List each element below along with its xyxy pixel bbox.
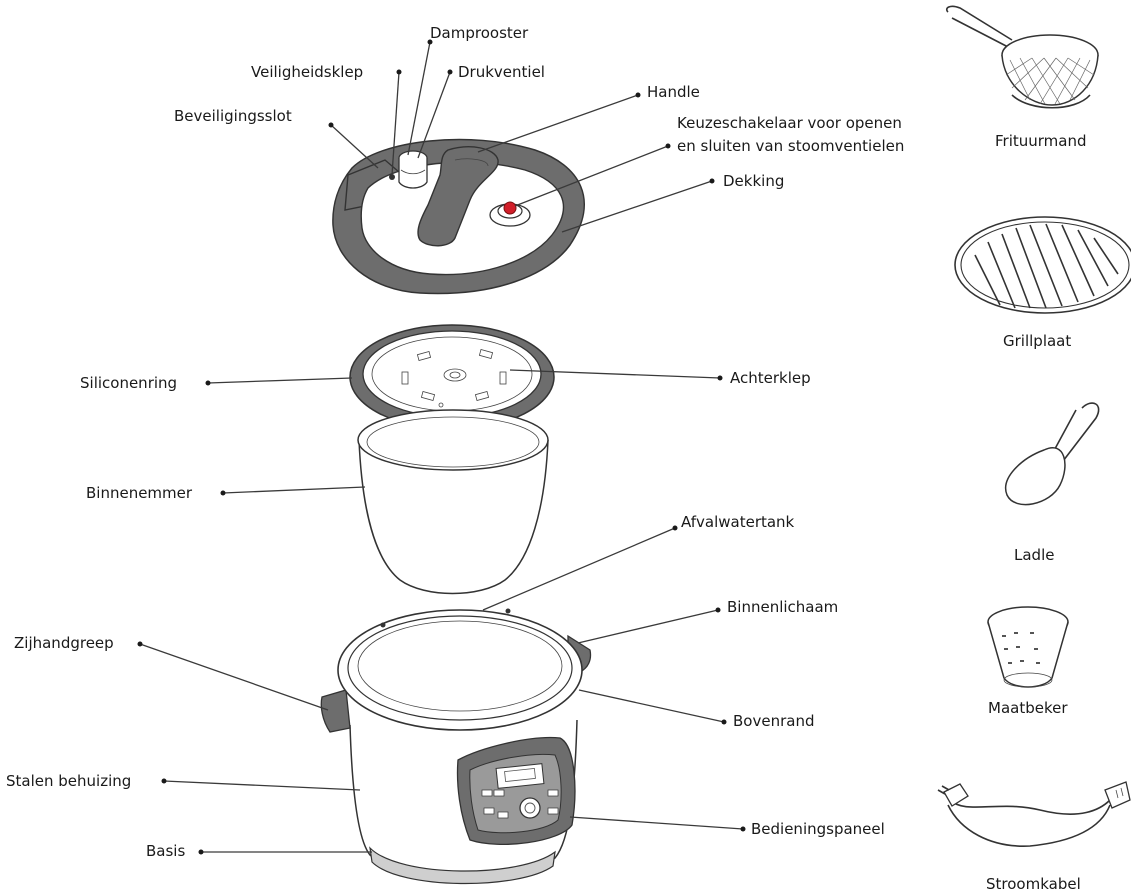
label-damprooster: Damprooster (430, 24, 529, 42)
label-veiligheidsklep: Veiligheidsklep (251, 63, 363, 81)
label-bedieningspaneel: Bedieningspaneel (751, 820, 885, 838)
label-stroomkabel: Stroomkabel (986, 875, 1081, 892)
label-bovenrand: Bovenrand (733, 712, 814, 730)
label-basis: Basis (146, 842, 185, 860)
inner-pot-illustration (357, 409, 549, 595)
label-grillplaat: Grillplaat (1003, 332, 1071, 350)
power-cord-illustration (937, 781, 1131, 847)
part-labels: Damprooster Veiligheidsklep Drukventiel … (6, 24, 904, 860)
label-drukventiel: Drukventiel (458, 63, 545, 81)
grill-plate-illustration (954, 216, 1131, 314)
control-knob (519, 797, 541, 819)
label-binnenlichaam: Binnenlichaam (727, 598, 838, 616)
side-handle-left (320, 689, 351, 733)
label-binnenemmer: Binnenemmer (86, 484, 193, 502)
label-siliconenring: Siliconenring (80, 374, 177, 392)
inner-lid-illustration (349, 324, 555, 430)
ladle-illustration (1004, 402, 1100, 506)
selector-red-knob (503, 201, 517, 215)
lid-illustration (332, 138, 586, 295)
label-dekking: Dekking (723, 172, 784, 190)
base-unit-illustration (320, 608, 592, 885)
label-handle: Handle (647, 83, 700, 101)
label-maatbeker: Maatbeker (988, 699, 1068, 717)
label-ladle: Ladle (1014, 546, 1054, 564)
measuring-cup-illustration (987, 606, 1069, 688)
label-frituurmand: Frituurmand (995, 132, 1087, 150)
label-achterklep: Achterklep (730, 369, 811, 387)
label-zijhandgreep: Zijhandgreep (14, 634, 114, 652)
frying-basket-illustration (945, 5, 1099, 109)
lid-handle (417, 146, 499, 247)
label-stalen-behuizing: Stalen behuizing (6, 772, 131, 790)
label-beveiligingsslot: Beveiligingsslot (174, 107, 292, 125)
label-keuzeschakelaar-line2: en sluiten van stoomventielen (677, 137, 904, 155)
label-afvalwatertank: Afvalwatertank (681, 513, 795, 531)
label-keuzeschakelaar-line1: Keuzeschakelaar voor openen (677, 114, 902, 132)
leader-lines (137, 39, 746, 855)
